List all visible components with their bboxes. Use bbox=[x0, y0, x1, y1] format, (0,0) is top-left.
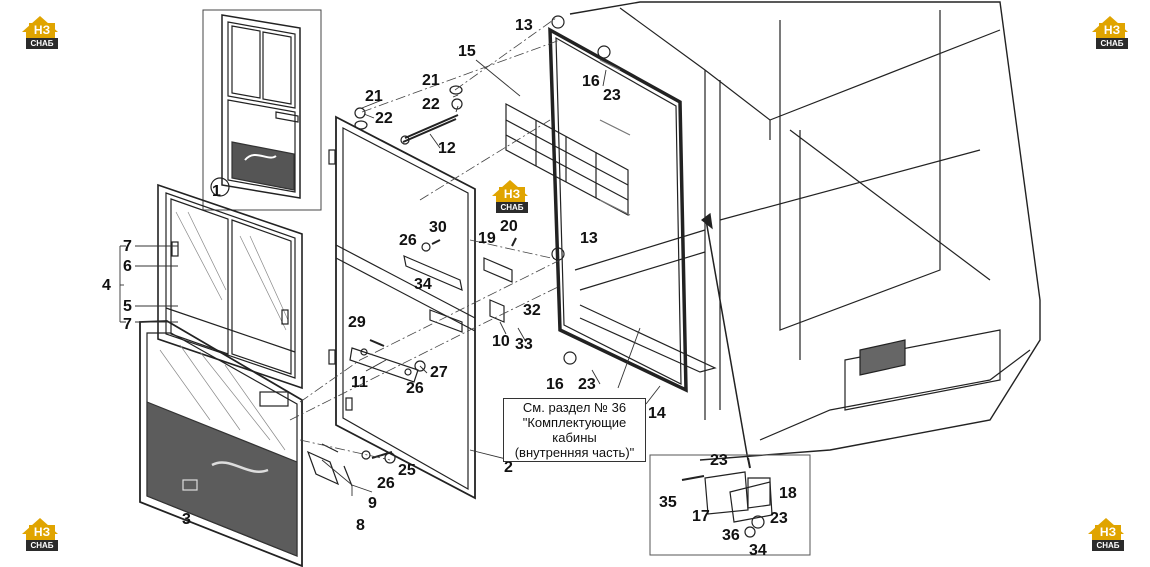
label-part-26-middle: 26 bbox=[406, 380, 424, 397]
label-part-12: 12 bbox=[438, 140, 456, 157]
label-part-25: 25 bbox=[398, 462, 416, 479]
watermark-logo-bottom-left: НЗ СНАБ bbox=[20, 516, 60, 552]
leader-lines bbox=[119, 59, 661, 496]
watermark-logo-top-right: НЗ СНАБ bbox=[1090, 14, 1130, 50]
label-part-34-upper: 34 bbox=[414, 276, 432, 293]
label-part-10: 10 bbox=[492, 333, 510, 350]
label-part-20: 20 bbox=[500, 218, 518, 235]
sliding-window-frame bbox=[157, 183, 303, 390]
hinge-assembly bbox=[649, 212, 811, 556]
label-part-11: 11 bbox=[351, 374, 368, 391]
assembly-lines bbox=[289, 17, 561, 461]
label-part-33: 33 bbox=[515, 336, 533, 353]
label-part-4: 4 bbox=[102, 277, 111, 294]
label-part-30: 30 bbox=[429, 219, 447, 236]
watermark-logo-bottom-right: НЗ СНАБ bbox=[1086, 516, 1126, 552]
cabin-body bbox=[569, 1, 1041, 461]
logo-sub-text: СНАБ bbox=[1096, 38, 1128, 49]
part-labels: 1 2 3 4 5 6 7 7 8 9 10 11 12 13 13 14 15… bbox=[102, 17, 797, 559]
label-part-15: 15 bbox=[458, 43, 476, 60]
label-part-2: 2 bbox=[504, 459, 513, 476]
logo-sub-text: СНАБ bbox=[1092, 540, 1124, 551]
label-part-23-hinge-top: 23 bbox=[710, 452, 728, 469]
label-part-32: 32 bbox=[523, 302, 541, 319]
label-part-23-mid: 23 bbox=[578, 376, 596, 393]
fastener-symbols bbox=[361, 15, 611, 464]
label-part-21-left: 21 bbox=[365, 88, 383, 105]
label-part-23-top: 23 bbox=[603, 87, 621, 104]
label-part-16-bottom: 16 bbox=[546, 376, 564, 393]
logo-main-text: НЗ bbox=[1099, 525, 1117, 539]
label-part-22-right: 22 bbox=[422, 96, 440, 113]
label-part-35: 35 bbox=[659, 494, 677, 511]
label-part-8: 8 bbox=[356, 517, 365, 534]
label-part-29: 29 bbox=[348, 314, 366, 331]
label-part-26-lower: 26 bbox=[377, 475, 395, 492]
assembled-door-thumbnail bbox=[202, 9, 322, 211]
logo-sub-text: СНАБ bbox=[26, 540, 58, 551]
label-part-14: 14 bbox=[648, 405, 666, 422]
note-line-2: "Комплектующие bbox=[522, 415, 627, 430]
label-part-6: 6 bbox=[123, 258, 132, 275]
note-line-1: См. раздел № 36 bbox=[522, 400, 627, 415]
label-part-5: 5 bbox=[123, 298, 132, 315]
watermark-logo-center: НЗ СНАБ bbox=[490, 178, 530, 214]
window-grid bbox=[505, 102, 629, 216]
door-seal bbox=[548, 26, 688, 393]
logo-main-text: НЗ bbox=[33, 525, 51, 539]
label-part-17: 17 bbox=[692, 508, 710, 525]
door-frame bbox=[328, 115, 476, 500]
logo-main-text: НЗ bbox=[1103, 23, 1121, 37]
label-part-16-top: 16 bbox=[582, 73, 600, 90]
label-part-1: 1 bbox=[212, 183, 221, 200]
logo-sub-text: СНАБ bbox=[496, 202, 528, 213]
note-line-3: кабины bbox=[552, 430, 597, 445]
label-part-7-top: 7 bbox=[123, 238, 132, 255]
label-part-22-left: 22 bbox=[375, 110, 393, 127]
label-part-36: 36 bbox=[722, 527, 740, 544]
label-part-7-bottom: 7 bbox=[123, 316, 132, 333]
label-part-13-mid: 13 bbox=[580, 230, 598, 247]
label-part-13-top: 13 bbox=[515, 17, 533, 34]
label-part-18: 18 bbox=[779, 485, 797, 502]
logo-sub-text: СНАБ bbox=[26, 38, 58, 49]
door-panel bbox=[139, 320, 303, 567]
logo-main-text: НЗ bbox=[503, 187, 521, 201]
watermark-logo-top-left: НЗ СНАБ bbox=[20, 14, 60, 50]
label-part-27: 27 bbox=[430, 364, 448, 381]
label-part-23-hinge-bottom: 23 bbox=[770, 510, 788, 527]
note-line-4: (внутренняя часть)" bbox=[514, 445, 635, 460]
label-part-3: 3 bbox=[182, 511, 191, 528]
label-part-9: 9 bbox=[368, 495, 377, 512]
label-part-34-hinge: 34 bbox=[749, 542, 767, 559]
label-part-19: 19 bbox=[478, 230, 496, 247]
label-part-26-upper: 26 bbox=[399, 232, 417, 249]
label-part-21-right: 21 bbox=[422, 72, 440, 89]
logo-main-text: НЗ bbox=[33, 23, 51, 37]
section-reference-note: См. раздел № 36 "Комплектующие кабины (в… bbox=[503, 398, 646, 462]
